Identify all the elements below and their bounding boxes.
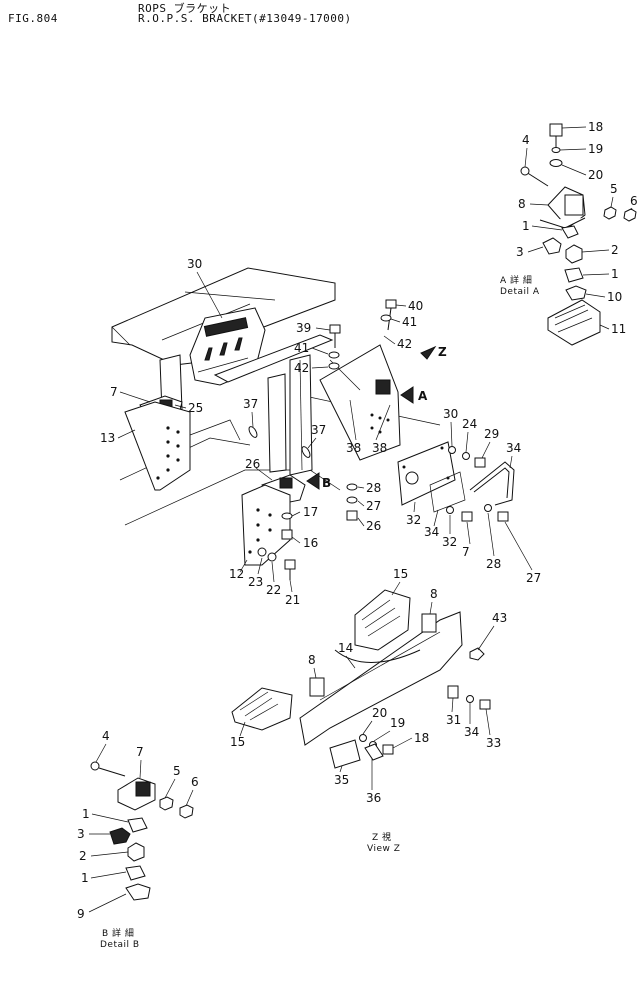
callout: 3 [77, 827, 85, 841]
callout: 34 [506, 441, 521, 455]
view-arrow-a-label: A [418, 389, 428, 403]
callouts-detail-b: 4 7 5 6 1 3 2 1 9 [77, 729, 199, 921]
callout: 18 [588, 120, 603, 134]
callout: 28 [366, 481, 381, 495]
callout: 8 [430, 587, 438, 601]
callout: 22 [266, 583, 281, 597]
callout: 1 [522, 219, 530, 233]
detail-b-caption-jp: B 詳 細 [102, 927, 134, 939]
callout: 7 [136, 745, 144, 759]
detail-b [90, 761, 194, 901]
callout: 4 [522, 133, 530, 147]
callout: 19 [390, 716, 405, 730]
view-arrow-z-label: Z [438, 345, 447, 359]
callout: 35 [334, 773, 349, 787]
view-arrow-b-label: B [322, 476, 331, 490]
view-z-caption-jp: Z 視 [372, 831, 392, 843]
callouts-detail-a: 18 4 19 20 8 5 6 1 3 2 1 10 11 [516, 120, 638, 336]
callout: 23 [248, 575, 263, 589]
detail-b-caption: Detail B [100, 940, 140, 950]
callout: 32 [442, 535, 457, 549]
callout: 33 [486, 736, 501, 750]
callout: 34 [424, 525, 439, 539]
callout: 18 [414, 731, 429, 745]
callout: 6 [630, 194, 638, 208]
callout: 42 [294, 361, 309, 375]
callout: 11 [611, 322, 626, 336]
detail-a [520, 123, 637, 346]
callout: 41 [402, 315, 417, 329]
callout: 30 [443, 407, 458, 421]
callout: 8 [308, 653, 316, 667]
callout: 31 [446, 713, 461, 727]
callout: 7 [110, 385, 118, 399]
view-arrows: Z A B [306, 345, 447, 490]
callout: 13 [100, 431, 115, 445]
title-english: R.O.P.S. BRACKET(#13049-17000) [138, 12, 352, 25]
callout: 4 [102, 729, 110, 743]
callout: 1 [82, 807, 90, 821]
view-arrow-a-icon [400, 386, 414, 404]
callout: 21 [285, 593, 300, 607]
callout: 16 [303, 536, 318, 550]
callout: 15 [230, 735, 245, 749]
callout: 26 [245, 457, 260, 471]
callout: 1 [611, 267, 619, 281]
callout: 19 [588, 142, 603, 156]
callout: 15 [393, 567, 408, 581]
callout: 20 [372, 706, 387, 720]
view-z [231, 589, 491, 769]
callout: 6 [191, 775, 199, 789]
callout: 27 [366, 499, 381, 513]
title-japanese: ROPS ブラケット [138, 2, 232, 15]
callout: 32 [406, 513, 421, 527]
detail-a-caption: Detail A [500, 287, 540, 297]
callout: 8 [518, 197, 526, 211]
callout: 7 [462, 545, 470, 559]
callout: 12 [229, 567, 244, 581]
callout: 1 [81, 871, 89, 885]
callout: 38 [372, 441, 387, 455]
callout: 39 [296, 321, 311, 335]
callout: 37 [243, 397, 258, 411]
callout: 9 [77, 907, 85, 921]
callout: 14 [338, 641, 353, 655]
callouts-main: 30 7 25 13 37 37 39 40 41 41 42 42 38 38… [100, 257, 541, 607]
callout: 2 [611, 243, 619, 257]
callout: 36 [366, 791, 381, 805]
callout: 37 [311, 423, 326, 437]
callout: 40 [408, 299, 423, 313]
callout: 26 [366, 519, 381, 533]
callout: 10 [607, 290, 622, 304]
detail-a-caption-jp: A 詳 細 [500, 274, 532, 286]
callouts-view-z: 15 8 43 14 8 15 20 19 18 31 34 33 35 36 [230, 567, 507, 805]
callout: 30 [187, 257, 202, 271]
callout: 24 [462, 417, 477, 431]
main-assembly [111, 267, 515, 580]
callout: 5 [610, 182, 618, 196]
callout: 17 [303, 505, 318, 519]
callout: 3 [516, 245, 524, 259]
view-z-caption: View Z [367, 844, 400, 854]
callout: 41 [294, 341, 309, 355]
callout: 20 [588, 168, 603, 182]
callout: 27 [526, 571, 541, 585]
callout: 2 [79, 849, 87, 863]
view-arrow-b-icon [306, 472, 320, 490]
callout: 29 [484, 427, 499, 441]
callout: 38 [346, 441, 361, 455]
callout: 42 [397, 337, 412, 351]
callout: 43 [492, 611, 507, 625]
callout: 28 [486, 557, 501, 571]
figure-number: FIG.804 [8, 12, 58, 25]
view-arrow-z-icon [420, 345, 437, 360]
callout: 25 [188, 401, 203, 415]
callout: 5 [173, 764, 181, 778]
callout: 34 [464, 725, 479, 739]
